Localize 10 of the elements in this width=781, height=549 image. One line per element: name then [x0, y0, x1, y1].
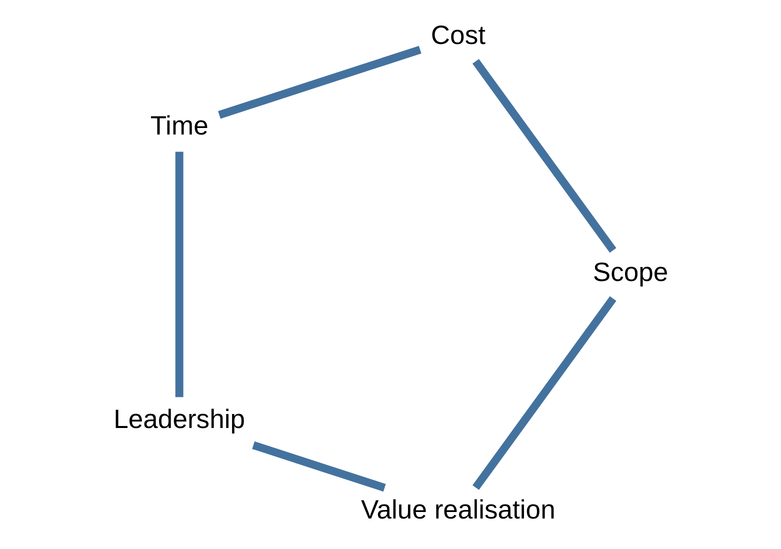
node-text: Time: [150, 110, 208, 141]
node-text: Cost: [430, 20, 485, 50]
node-text: Scope: [592, 257, 668, 288]
connector: [174, 152, 183, 398]
connector: [472, 296, 616, 490]
connector: [218, 46, 421, 119]
connector: [472, 59, 616, 253]
node-text: Value realisation: [360, 494, 555, 524]
connector: [252, 441, 386, 492]
node-text: Leadership: [113, 404, 245, 434]
